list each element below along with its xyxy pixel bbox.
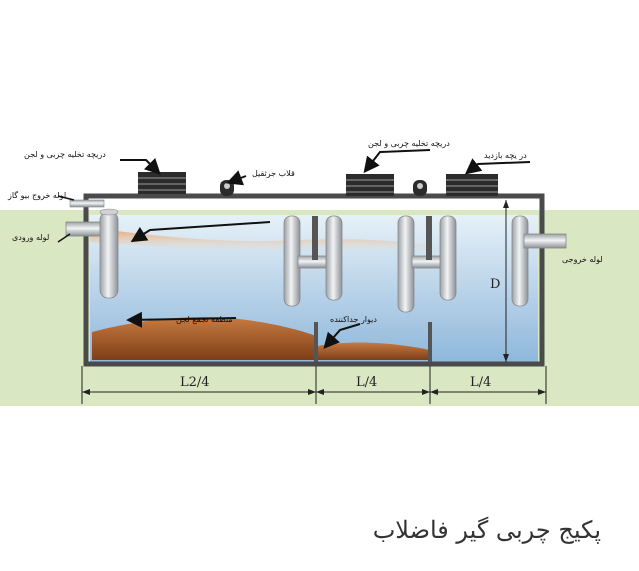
sludge-first-chamber (92, 316, 316, 360)
label-inspection-hatch: در یچه بازدید (484, 151, 527, 160)
outlet-pipe (511, 215, 567, 307)
caption: پکیج چربی گیر فاضلاب (372, 516, 601, 544)
leader-gas-outlet (57, 195, 75, 201)
leader-inspection-hatch (464, 158, 531, 175)
label-partition-wall: دیوار جداکننده (330, 315, 377, 324)
bottom-dimensions (81, 366, 547, 404)
leader-grease-layer (130, 221, 271, 243)
leader-drain-hatch-left (120, 157, 161, 175)
drain-hatch-middle (346, 174, 394, 196)
label-sludge-zone: منطقه تجمع لجن (176, 315, 233, 324)
label-inlet-pipe: لوله ورودی (12, 233, 49, 242)
inspection-hatch (446, 174, 498, 196)
label-outlet-pipe: لوله خروجی (562, 255, 603, 264)
dimension-second-chamber: L/4 (356, 375, 377, 390)
lifting-hook-icon (413, 180, 427, 196)
leader-inlet (57, 233, 71, 243)
label-drain-hatch-middle: دریچه تخلیه چربی و لجن (368, 139, 450, 148)
baffle-pipe-pair-2 (397, 215, 457, 313)
gas-outlet-pipe (69, 199, 105, 208)
lifting-hook-icon (220, 180, 234, 196)
dimension-third-chamber: L/4 (470, 375, 491, 390)
partition-wall-2 (428, 322, 432, 362)
grease-layer (90, 228, 430, 252)
leader-partition-wall (323, 323, 361, 350)
label-gas-outlet-pipe: لوله خروج بیو گاز (7, 190, 66, 200)
tank-outline (83, 193, 545, 367)
label-lifting-hook: قلاب جرثقیل (252, 169, 295, 178)
drain-hatch-left (138, 172, 186, 194)
label-drain-hatch-left: دریچه تخلیه چربی و لجن (24, 150, 106, 159)
leader-sludge-zone (126, 311, 237, 328)
leader-drain-hatch-middle (363, 149, 431, 174)
partition-wall-1 (314, 322, 318, 362)
leader-lifting-hook (226, 170, 247, 186)
baffle-pipe-pair-1 (283, 215, 343, 307)
depth-label: D (490, 277, 500, 292)
inlet-pipe (65, 208, 119, 299)
sludge-second-chamber (318, 342, 430, 360)
dimension-first-chamber: L2/4 (180, 375, 210, 390)
